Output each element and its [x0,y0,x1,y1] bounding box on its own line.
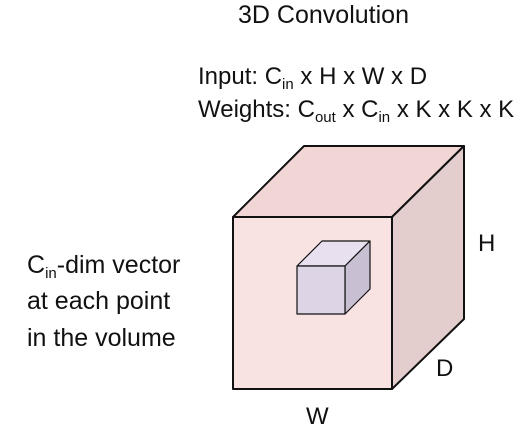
input-rest: x H x W x D [293,63,428,90]
side-note-line-3: in the volume [27,324,176,352]
depth-label: D [436,355,454,382]
weights-mid: x C [335,96,379,123]
weights-rest: x K x K x K [390,96,515,123]
input-prefix: Input: C [198,63,283,90]
kernel-front-face [296,265,346,315]
title-text: 3D Convolution [238,1,409,29]
height-label: H [478,230,496,257]
weights-cin-subscript: in [378,109,391,126]
side-note-line-2: at each point [27,287,171,315]
weights-shape-label: Weights: Cout x Cin x K x K x K [198,96,515,126]
diagram-title: 3D Convolution [0,1,527,30]
side-note-in-subscript: in [45,265,57,282]
weights-cout-subscript: out [314,109,336,126]
side-note-c: C [27,251,46,279]
side-note-line-1: Cin-dim vector [27,251,181,282]
side-note-dim-vector: -dim vector [56,251,181,279]
width-label: W [306,403,329,430]
input-cin-subscript: in [282,76,294,93]
weights-prefix: Weights: C [198,96,315,123]
input-shape-label: Input: Cin x H x W x D [198,63,428,93]
